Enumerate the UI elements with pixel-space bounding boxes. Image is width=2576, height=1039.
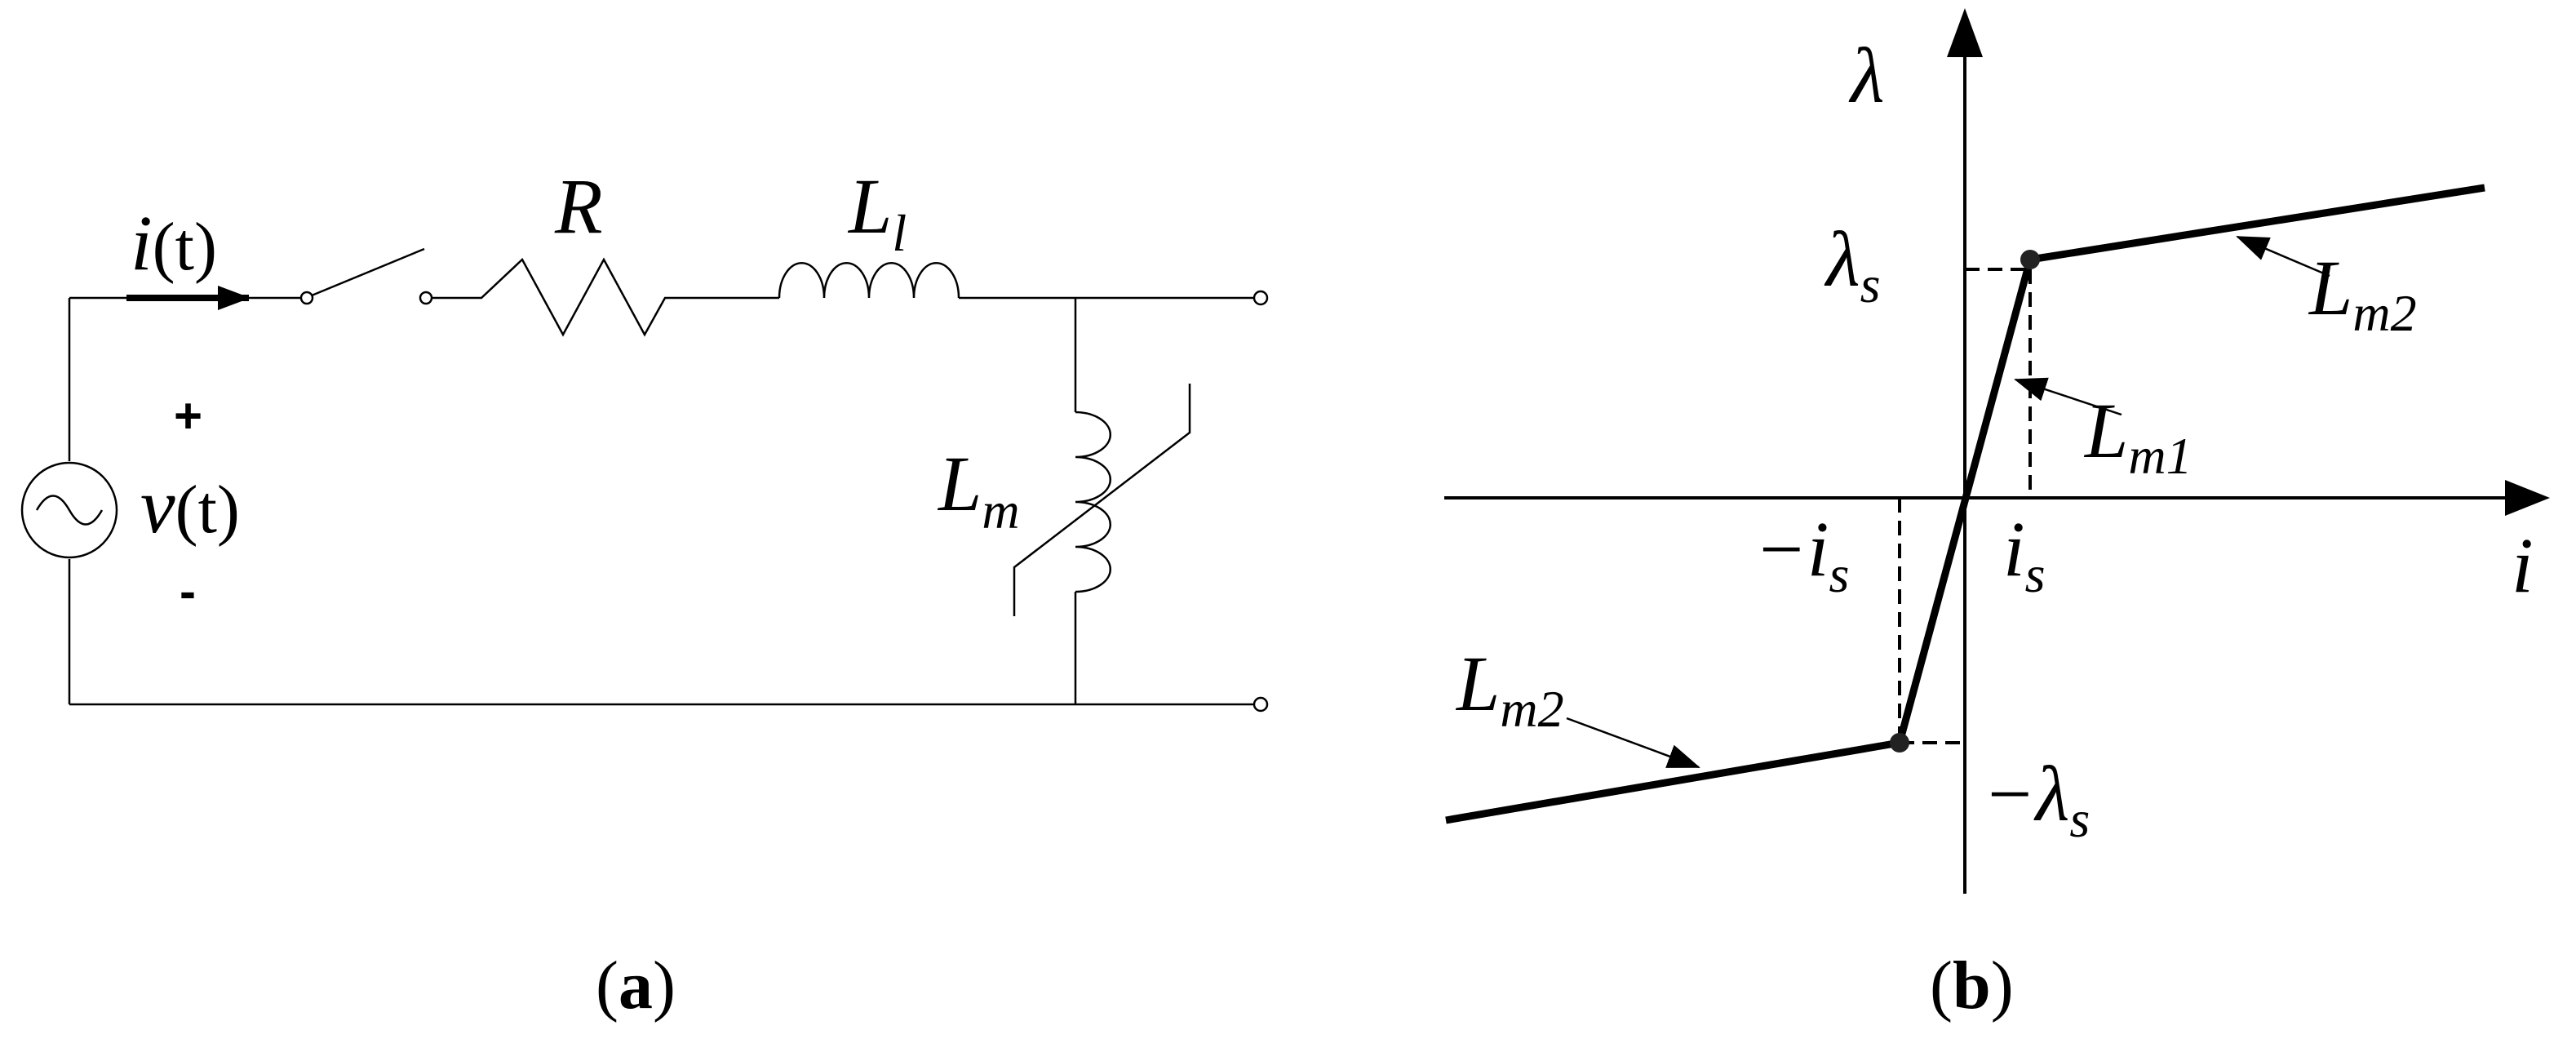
caption-a: (a): [596, 948, 676, 1023]
lm2-upper-label: Lm2: [2308, 244, 2417, 342]
leakage-inductor-symbol: [778, 262, 960, 299]
i-s-label: is: [2003, 505, 2046, 603]
magnetizing-inductor-symbol: [1075, 411, 1111, 593]
neg-lambda-s-label: −λs: [1983, 750, 2090, 848]
saturation-point-positive: [2020, 250, 2040, 269]
lambda-s-label: λs: [1824, 215, 1880, 313]
sine-wave-icon: [35, 495, 104, 526]
plus-sign: +: [174, 389, 202, 443]
magnetizing-inductance-label: Lm: [937, 440, 1020, 539]
lm2-upper-leader: [2236, 235, 2330, 278]
lm1-leader: [2014, 377, 2122, 416]
magnetization-curve: [1445, 184, 2485, 824]
switch-terminal-left: [299, 291, 314, 305]
output-terminal-bottom: [1253, 696, 1269, 713]
switch-blade: [311, 247, 425, 297]
lm2-lower-label: Lm2: [1455, 640, 1564, 738]
lm1-label: Lm1: [2083, 387, 2192, 485]
resistor-label: R: [554, 162, 603, 250]
caption-b: (b): [1930, 948, 2014, 1023]
current-label: i(t): [131, 199, 217, 286]
saturation-point-negative: [1890, 733, 1909, 753]
minus-sign: -: [180, 564, 196, 619]
y-axis-arrowhead: [1947, 8, 1983, 57]
switch-terminal-right: [419, 291, 433, 305]
lm2-lower-leader: [1566, 717, 1700, 769]
voltage-label: v(t): [140, 462, 240, 549]
nonlinear-mark: [1013, 384, 1191, 616]
leakage-inductance-label: Ll: [847, 162, 907, 262]
flux-current-plot: [1444, 8, 2550, 894]
output-terminal-top: [1253, 290, 1269, 306]
resistor-symbol: [432, 257, 779, 337]
neg-i-s-label: −is: [1754, 505, 1849, 603]
circuit-diagram: [20, 247, 1269, 713]
x-axis-label: i: [2512, 522, 2534, 609]
x-axis-arrowhead: [2505, 480, 2550, 516]
y-axis-label: λ: [1848, 32, 1885, 119]
